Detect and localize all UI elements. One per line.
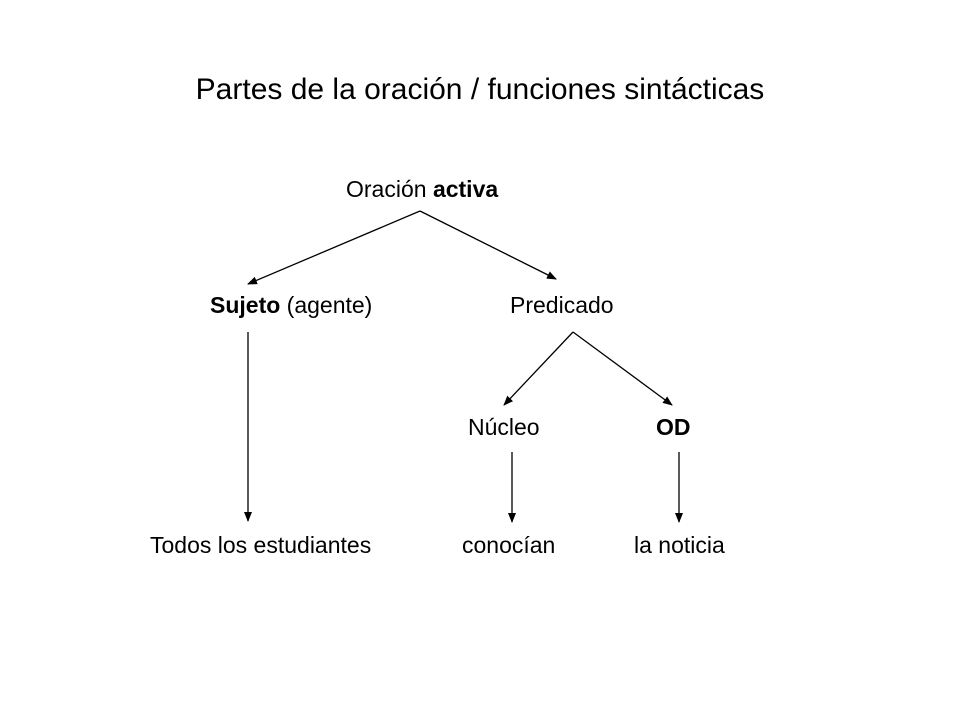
node-nucleo: Núcleo	[468, 414, 540, 440]
node-predicado: Predicado	[510, 292, 614, 318]
node-sujeto: Sujeto (agente)	[210, 290, 372, 320]
node-agente-label: (agente)	[280, 292, 373, 318]
node-activa-label: activa	[432, 176, 499, 202]
node-od: OD	[656, 414, 691, 440]
leaf-subject-phrase: Todos los estudiantes	[150, 532, 372, 558]
node-oracion-activa: Oración activa	[346, 174, 498, 204]
leaf-verb: conocían	[462, 532, 556, 558]
arrow-predicate-to-od	[572, 331, 673, 406]
leaf-object-phrase: la noticia	[634, 532, 725, 558]
arrow-root-to-predicate	[419, 210, 557, 280]
slide-title: Partes de la oración / funciones sintáct…	[195, 73, 765, 106]
arrow-predicate-to-nucleus	[503, 331, 574, 406]
arrow-root-to-subject	[247, 210, 421, 285]
node-oracion-label: Oración	[346, 176, 427, 202]
node-sujeto-label: Sujeto	[210, 292, 281, 318]
